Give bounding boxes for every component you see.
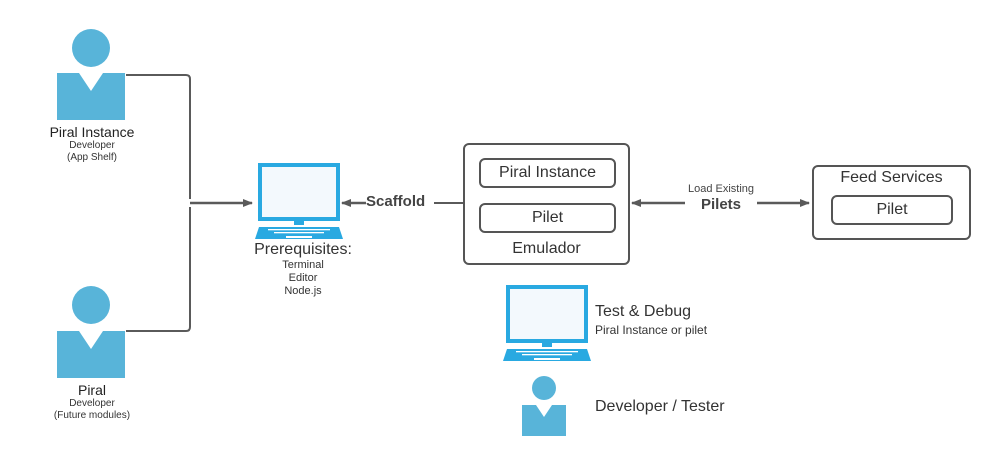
person-icon	[522, 376, 566, 436]
actor-scope: (Future modules)	[53, 410, 131, 421]
prerequisite-item: Node.js	[284, 285, 322, 297]
prerequisite-item: Editor	[288, 272, 318, 284]
actor-scope: (App Shelf)	[66, 152, 118, 163]
actor-title: Piral	[77, 382, 106, 398]
laptop-icon	[255, 163, 343, 239]
test-debug-title: Test & Debug	[595, 303, 692, 320]
test-debug-subtitle: Piral Instance or pilet	[595, 323, 708, 337]
feed-item-pilet: Pilet	[831, 195, 953, 225]
scaffold-label: Scaffold	[366, 193, 426, 210]
person-icon	[57, 29, 125, 120]
actor-role: Developer	[69, 398, 115, 409]
developer-tester-label: Developer / Tester	[595, 398, 725, 415]
legend-test-debug: Test & Debug Piral Instance or pilet	[500, 285, 760, 365]
person-icon	[57, 286, 125, 378]
emulator-item-label: Piral Instance	[499, 164, 596, 181]
connector-top-actor	[126, 74, 191, 199]
load-pilets-label: Load Existing Pilets	[680, 183, 762, 214]
load-existing-text: Load Existing	[687, 183, 755, 195]
actor-role: Developer	[69, 140, 115, 151]
prerequisites-title: Prerequisites:	[254, 241, 352, 258]
laptop-icon	[503, 285, 591, 361]
emulator-box: Piral Instance Pilet Emulador	[463, 143, 630, 265]
feed-services-title: Feed Services	[840, 169, 943, 186]
prerequisite-item: Terminal	[282, 259, 324, 271]
emulator-caption: Emulador	[512, 240, 581, 257]
feed-item-label: Pilet	[876, 201, 908, 218]
emulator-item-pilet: Pilet	[479, 203, 616, 233]
actor-title: Piral Instance	[49, 124, 135, 140]
emulator-item-piral-instance: Piral Instance	[479, 158, 616, 188]
connector-bottom-actor	[126, 207, 191, 332]
legend-developer-tester: Developer / Tester	[520, 376, 780, 440]
feed-services-box: Feed Services Pilet	[812, 165, 971, 240]
pilets-text: Pilets	[700, 196, 742, 213]
emulator-item-label: Pilet	[531, 209, 564, 226]
